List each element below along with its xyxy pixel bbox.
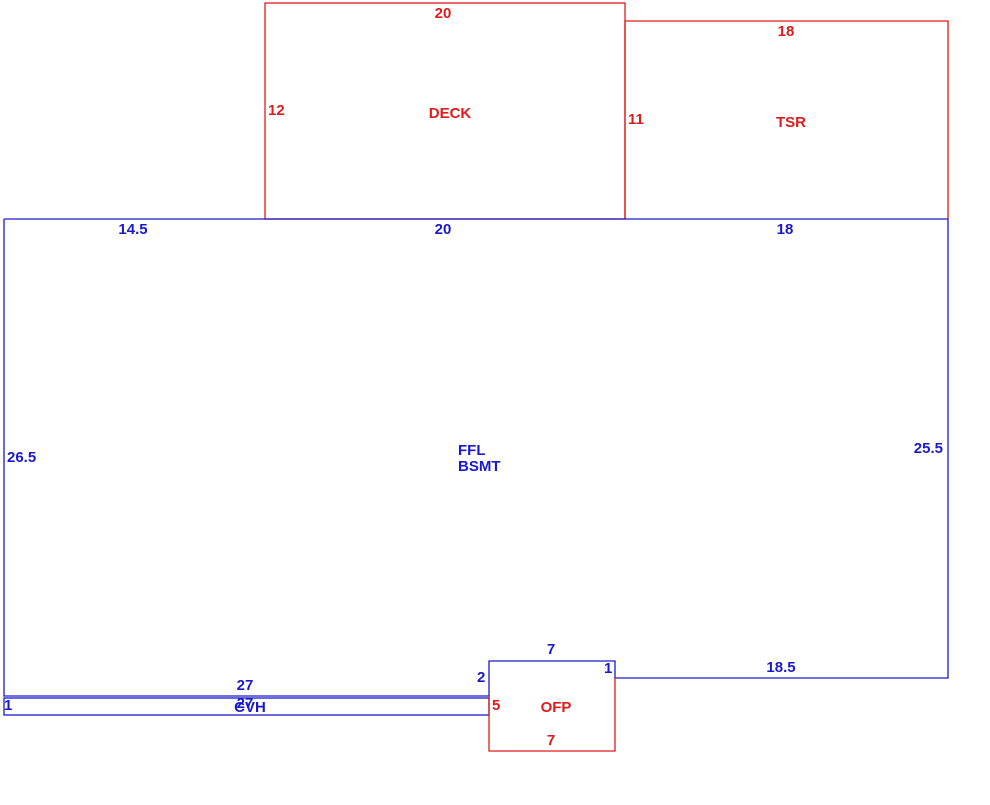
deck-left-dimension: 12 (268, 102, 285, 119)
main-label-line-2: BSMT (458, 458, 501, 475)
main-label-line-1: FFL (458, 442, 486, 459)
main-bottom-right-dimension: 18.5 (766, 659, 795, 676)
main-bottom-left-dimension: 27 (237, 677, 254, 694)
deck-label: DECK (429, 105, 472, 122)
bump-top-dimension: 7 (547, 641, 555, 658)
main-left-dimension: 26.5 (7, 449, 36, 466)
main-top-dimension-2: 20 (435, 221, 452, 238)
cvh-side-dimension: 1 (4, 697, 12, 714)
bump-left-dimension: 2 (477, 669, 485, 686)
cvh-label: CVH (234, 699, 266, 716)
tsr-top-dimension: 18 (778, 23, 795, 40)
cvh-overlap-dimension: 27 (237, 695, 254, 712)
ofp-outline (488, 678, 616, 752)
ofp-bottom-dimension: 7 (547, 732, 555, 749)
main-right-dimension: 25.5 (914, 440, 943, 457)
bump-right-dimension: 1 (604, 660, 612, 677)
tsr-outline (624, 20, 949, 219)
main-top-dimension-3: 18 (777, 221, 794, 238)
main-outline (3, 218, 949, 697)
ofp-label: OFP (541, 699, 572, 716)
tsr-label: TSR (776, 114, 806, 131)
main-top-dimension-1: 14.5 (118, 221, 147, 238)
tsr-left-dimension: 11 (628, 111, 644, 128)
deck-top-dimension: 20 (435, 5, 452, 22)
ofp-left-dimension: 5 (492, 697, 500, 714)
